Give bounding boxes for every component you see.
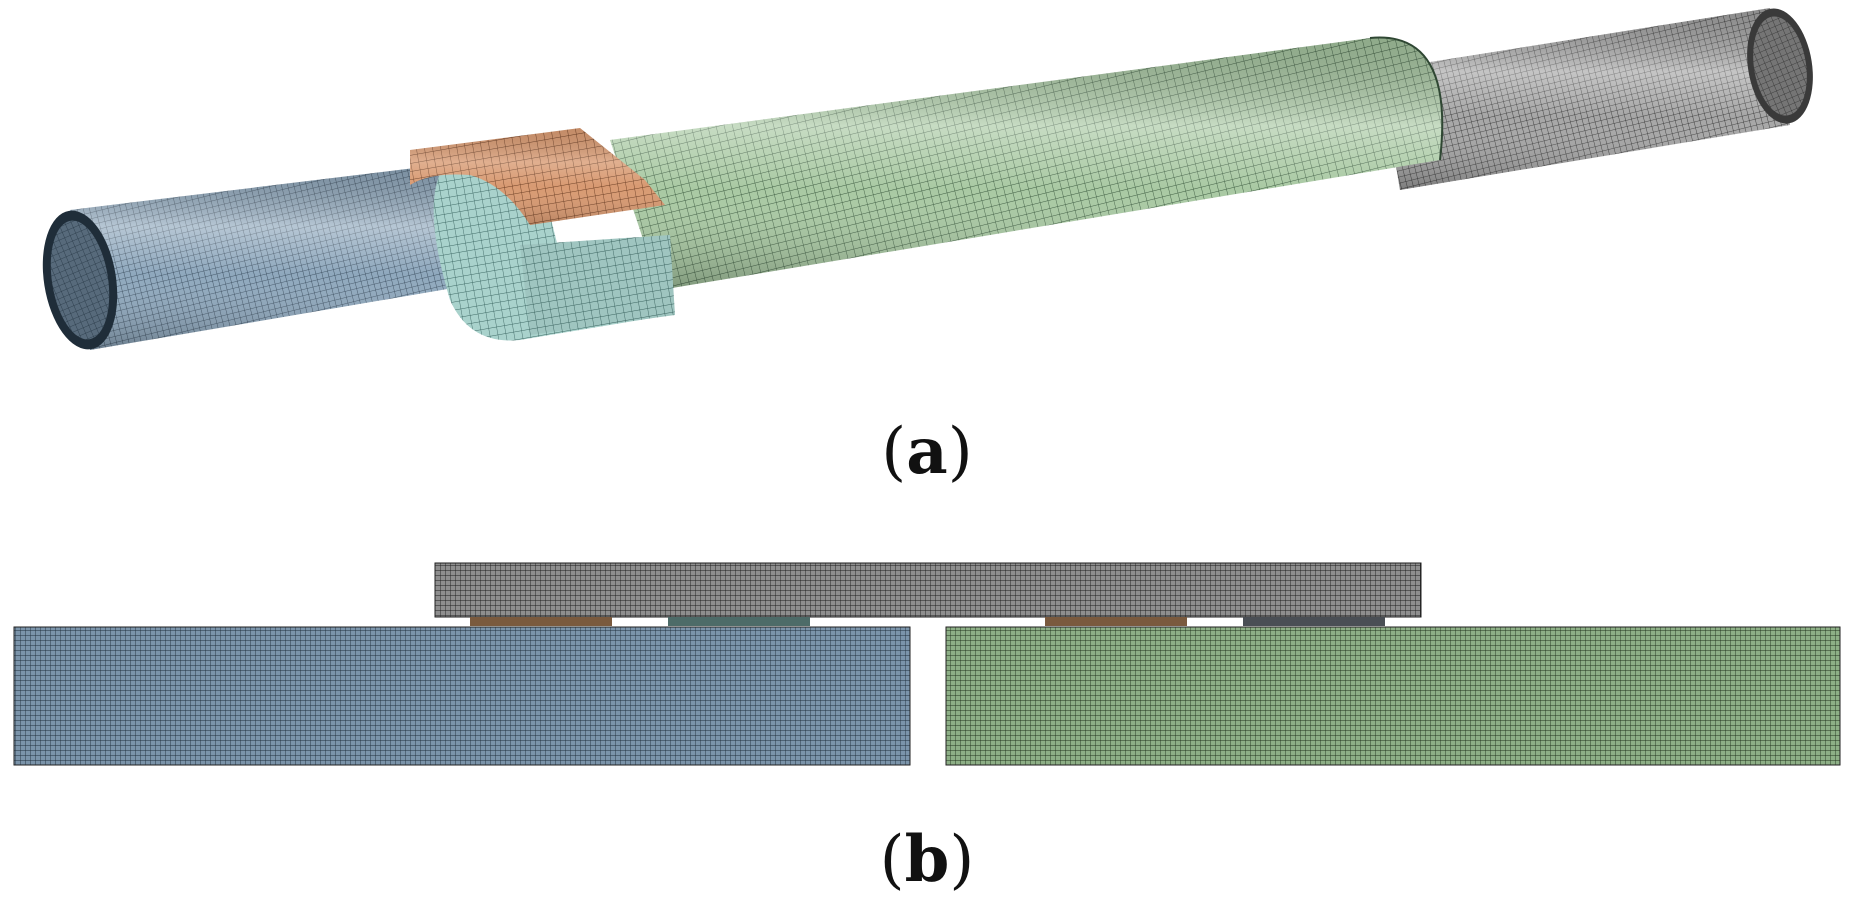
caption-a-letter: a [906, 414, 948, 489]
section-pad-teal-left [668, 617, 810, 626]
caption-b-open: ( [879, 823, 905, 897]
figure-a-3d-mesh-model [42, 8, 1813, 350]
left-conductor-strand [42, 160, 500, 350]
caption-a-open: ( [881, 415, 907, 489]
splice-sleeve [610, 36, 1444, 291]
section-sleeve [434, 562, 1422, 618]
caption-a: (a) [0, 420, 1854, 485]
clamp-copper-block [410, 128, 665, 225]
figure-b-2d-section-mesh [13, 562, 1841, 766]
right-conductor-strand [1380, 8, 1813, 190]
clamp-ring-inner [433, 165, 675, 341]
caption-a-close: ) [947, 415, 973, 489]
section-right-conductor [945, 626, 1841, 766]
caption-b-close: ) [949, 823, 975, 897]
section-pad-copper-left [470, 617, 612, 626]
section-pad-copper-right [1045, 617, 1187, 626]
caption-b: (b) [0, 828, 1854, 893]
caption-b-letter: b [904, 822, 950, 897]
section-left-conductor [13, 626, 911, 766]
section-pad-teal-right [1243, 617, 1385, 626]
